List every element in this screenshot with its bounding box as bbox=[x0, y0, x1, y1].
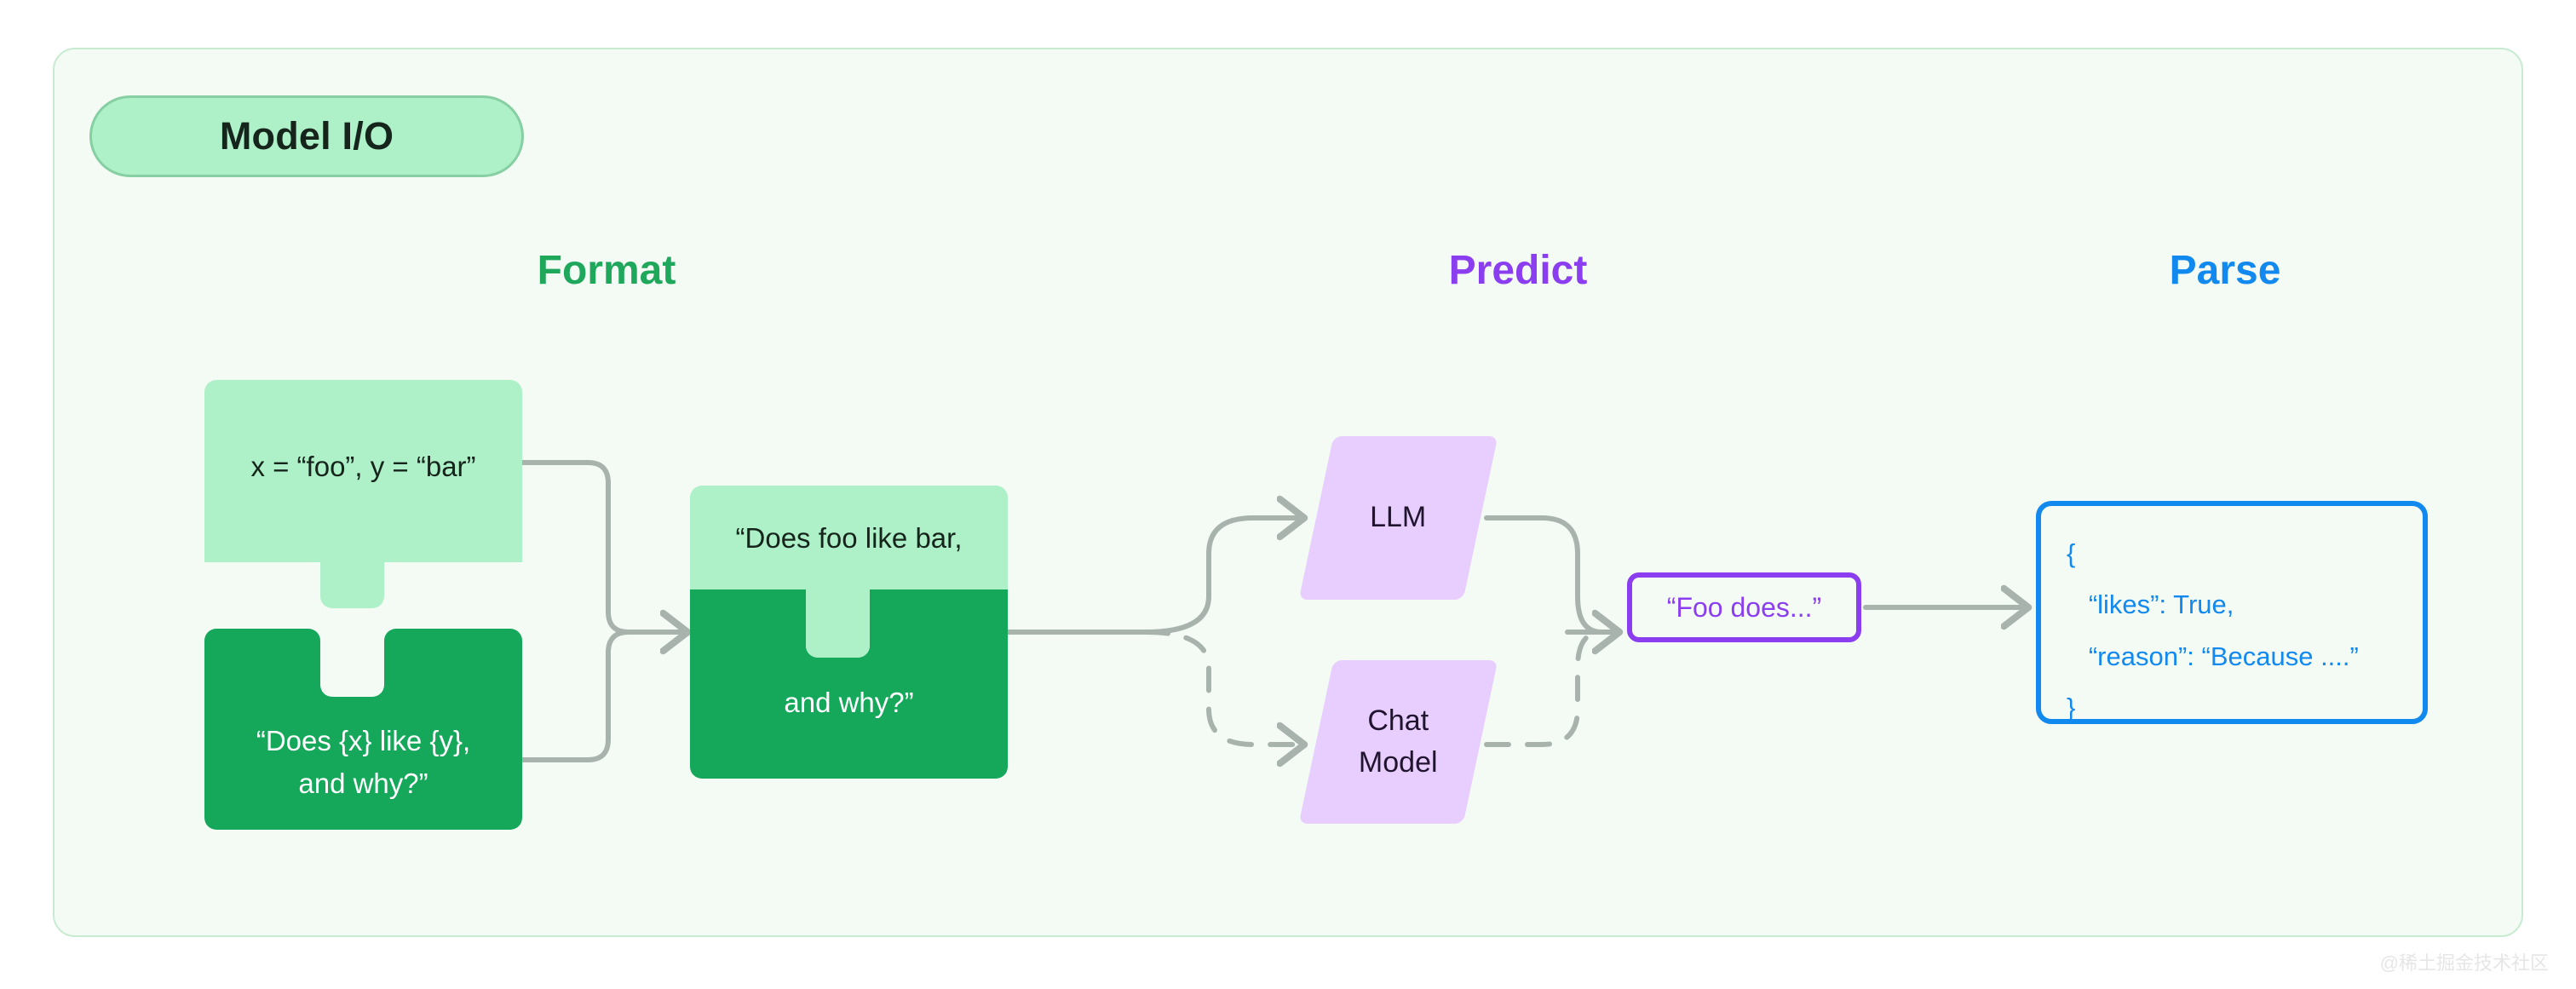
parsed-json-text: { “likes”: True, “reason”: “Because ....… bbox=[2067, 538, 2359, 723]
chat-model-node-label: Chat Model bbox=[1359, 704, 1438, 779]
chat-model-node[interactable]: Chat Model bbox=[1298, 660, 1498, 824]
llm-node[interactable]: LLM bbox=[1298, 436, 1498, 600]
model-io-badge: Model I/O bbox=[89, 95, 524, 177]
model-output-label: “Foo does...” bbox=[1666, 591, 1822, 623]
section-heading-parse: Parse bbox=[2169, 248, 2281, 293]
watermark: @稀土掘金技术社区 bbox=[2379, 952, 2549, 974]
section-heading-format: Format bbox=[537, 248, 676, 293]
llm-node-label: LLM bbox=[1370, 501, 1427, 534]
model-io-badge-label: Model I/O bbox=[219, 114, 394, 158]
section-heading-predict: Predict bbox=[1448, 248, 1588, 293]
model-output-box[interactable]: “Foo does...” bbox=[1627, 572, 1861, 642]
parsed-json-box[interactable]: { “likes”: True, “reason”: “Because ....… bbox=[2036, 501, 2428, 724]
merged-prompt-shape bbox=[690, 486, 1008, 779]
input-values-shape bbox=[204, 380, 522, 608]
prompt-template-shape bbox=[204, 629, 522, 830]
